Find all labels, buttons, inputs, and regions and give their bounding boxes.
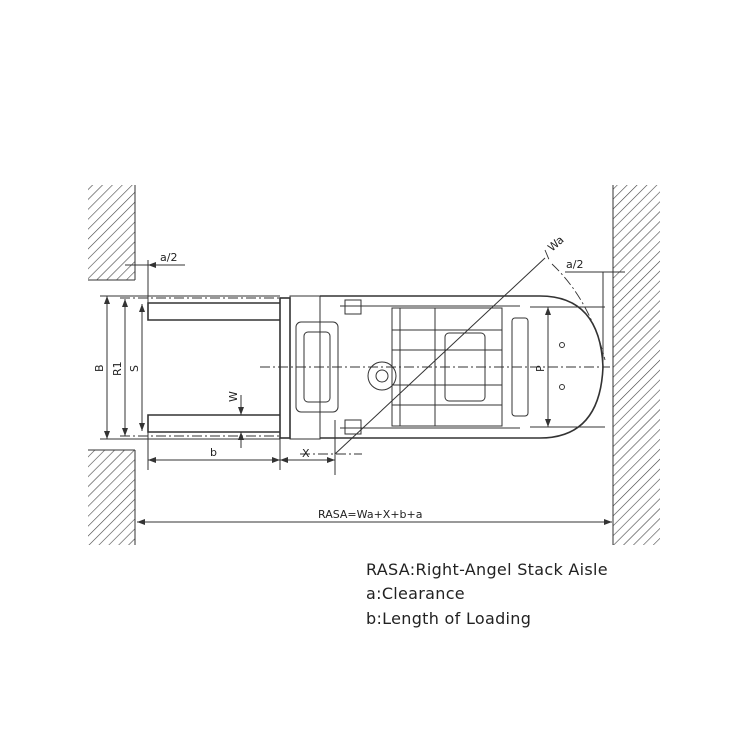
legend-text: Length of Loading: [382, 609, 532, 628]
legend-key: b: [366, 609, 377, 628]
forklift-truck: [260, 295, 610, 440]
label-a-half-left: a/2: [160, 251, 177, 264]
legend-key: RASA: [366, 560, 410, 579]
label-b-width: B: [93, 364, 106, 372]
left-wall-lower: [88, 450, 135, 545]
label-a-half-right: a/2: [566, 258, 583, 271]
legend-key: a: [366, 584, 377, 603]
label-wa: Wa: [545, 233, 566, 254]
label-r1: R1: [111, 361, 124, 376]
label-b-length: b: [210, 446, 217, 459]
legend-b: b:Length of Loading: [366, 609, 532, 628]
legend-a: a:Clearance: [366, 584, 465, 603]
legend-text: Clearance: [381, 584, 465, 603]
legend-text: Right-Angel Stack Aisle: [415, 560, 608, 579]
label-p: P: [534, 365, 547, 372]
label-w: W: [227, 391, 240, 402]
legend-rasa: RASA:Right-Angel Stack Aisle: [366, 560, 608, 579]
left-wall-upper: [88, 185, 135, 280]
dimensions: [100, 249, 625, 525]
forks: [120, 297, 280, 437]
label-rasa-formula: RASA=Wa+X+b+a: [318, 508, 422, 521]
label-s: S: [128, 365, 141, 372]
label-x: X: [302, 447, 310, 460]
right-wall: [613, 185, 660, 545]
